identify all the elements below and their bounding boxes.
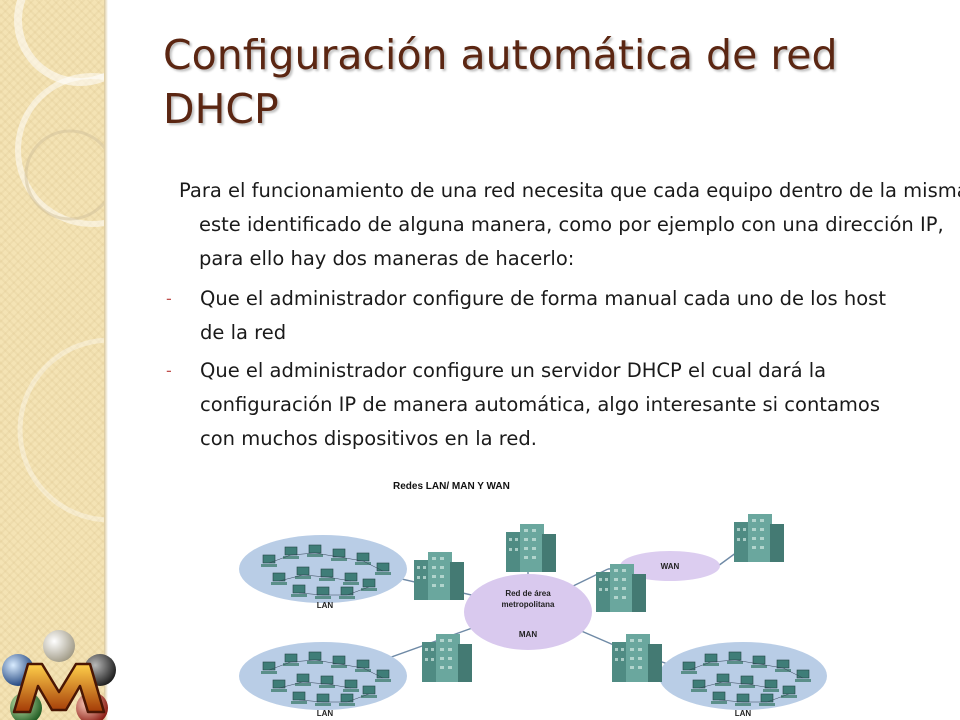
man-ellipse [464,574,592,650]
building-icon [506,524,556,572]
intro-text: Para el funcionamiento de una red necesi… [179,179,960,270]
building-icon [734,514,784,562]
lan-cloud-bottom-left [239,642,407,710]
sidebar-circles [14,0,104,523]
building-icon [414,552,464,600]
page-title: Configuración automática de red DHCP [163,31,838,133]
building-icon [422,634,472,682]
magic-m-logo-icon [2,630,116,720]
wan-label: WAN [661,562,680,571]
sidebar-edge [104,0,108,720]
bullet-text: Que el administrador configure un servid… [200,359,880,450]
lan-label: LAN [317,601,334,610]
bullet-text: Que el administrador configure de forma … [200,287,886,344]
bullet-marker: - [166,361,172,380]
diagram-title: Redes LAN/ MAN Y WAN [393,481,510,492]
intro-paragraph: Para el funcionamiento de una red necesi… [176,174,960,276]
wan-ellipse [620,551,720,581]
man-label-line1: Red de área [505,589,551,598]
building-icon [612,634,662,682]
lan-label: LAN [317,709,334,718]
lan-cloud-top-left [239,535,407,603]
lan-label: LAN [735,709,752,718]
lan-cloud-bottom-right [659,642,827,710]
network-diagram: Redes LAN/ MAN Y WAN Red de área metropo… [228,481,838,718]
bullet-marker: - [166,289,172,308]
bullet-item: - Que el administrador configure de form… [166,282,906,350]
man-label: MAN [519,630,537,639]
bullet-item: - Que el administrador configure un serv… [166,354,906,456]
sidebar-decoration [0,0,104,720]
man-label-line2: metropolitana [502,600,555,609]
